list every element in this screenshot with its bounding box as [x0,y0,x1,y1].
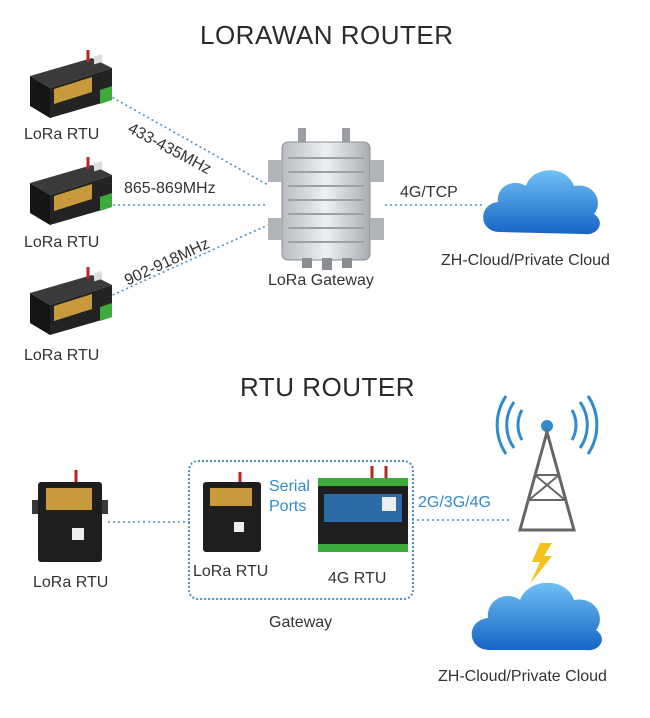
rtu-router-title: RTU ROUTER [240,372,415,402]
gateway-box [188,460,414,600]
lora-rtu-label-1: LoRa RTU [24,126,100,143]
lightning-icon [530,543,552,584]
cloud-1-label: ZH-Cloud/Private Cloud [441,252,610,269]
serial-ports-label-line1: Serial [269,478,310,495]
lora-rtu-front-device [32,470,108,562]
inner-lora-rtu-device [203,472,261,552]
link-2g3g4g-label: 2G/3G/4G [418,494,491,511]
g4-rtu-label: 4G RTU [328,570,387,587]
link-433 [107,94,269,186]
freq-label-865: 865-869MHz [124,180,216,197]
lorawan-title: LORAWAN ROUTER [200,20,454,50]
lora-rtu-label-3: LoRa RTU [24,347,100,364]
lora-rtu-device-2 [28,155,114,227]
lora-gateway-label: LoRa Gateway [268,272,374,289]
cloud-2-shape [471,582,602,651]
link-902 [107,224,269,298]
serial-ports-label-line2: Ports [269,498,307,515]
cloud-1-shape [483,170,600,235]
link-4gtcp-label: 4G/TCP [400,184,458,201]
lora-rtu-device-3 [28,265,114,337]
g4-rtu-device [318,466,408,552]
cloud-2-label: ZH-Cloud/Private Cloud [438,668,607,685]
gateway-box-label: Gateway [269,614,333,631]
lora-rtu-device-1 [28,48,114,120]
lora-rtu-front-label: LoRa RTU [33,574,109,591]
lora-rtu-label-2: LoRa RTU [24,234,100,251]
lora-gateway-device [268,128,384,270]
tower-icon [495,395,599,532]
inner-lora-rtu-label: LoRa RTU [193,563,269,580]
